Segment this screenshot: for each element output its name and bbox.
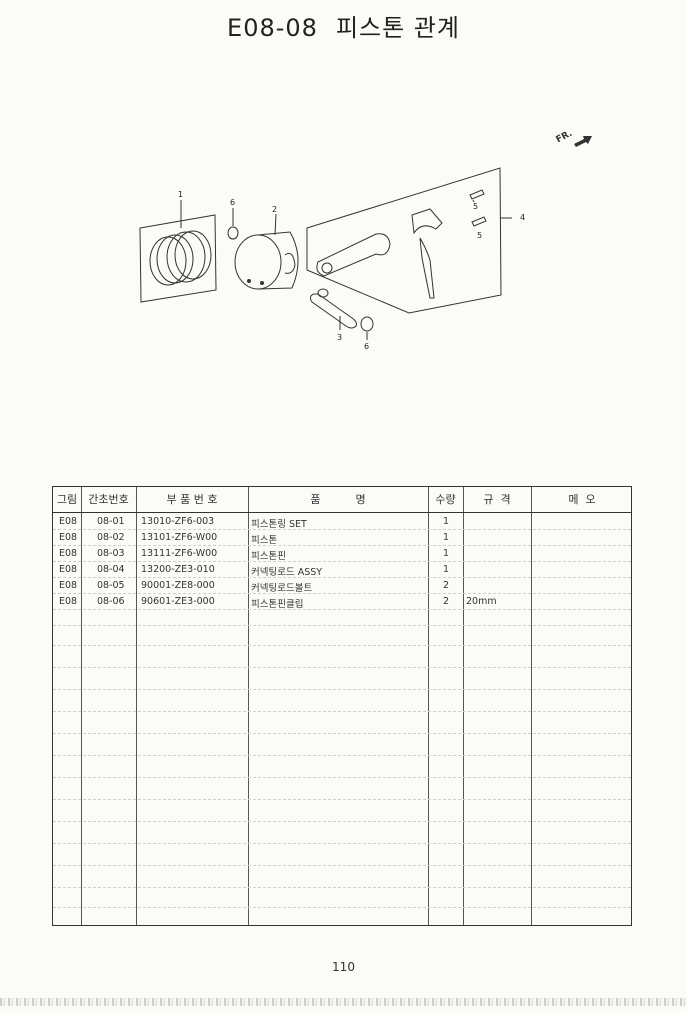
piston-ring-set-drawing [139, 200, 217, 303]
header-figure: 그림 [56, 493, 78, 506]
callout-clip-lower: 6 [364, 342, 370, 351]
callout-piston-ring-set: 1 [178, 190, 184, 199]
piston-drawing [234, 213, 299, 290]
scan-artifact [0, 998, 687, 1006]
header-ref-number: 간초번호 [88, 493, 129, 506]
callout-connecting-rod-assy: 4 [520, 213, 526, 222]
table-row: E08 08-05 90001-ZE8-000 커넥팅로드볼트 2 [59, 580, 450, 594]
parts-table: 그림 간초번호 부 품 번 호 품 명 수량 규 격 메 오 E08 08-01… [52, 486, 632, 926]
parts-diagram [139, 167, 512, 340]
callout-bolt-upper: 5 [473, 202, 479, 211]
table-row: E08 08-02 13101-ZF6-W00 피스톤 1 [59, 532, 450, 546]
callout-bolt-lower: 5 [477, 231, 483, 240]
section-name: 피스톤 관계 [335, 14, 460, 42]
callout-piston: 2 [272, 205, 278, 214]
connecting-rod-assy-drawing [306, 167, 512, 314]
header-quantity: 수량 [435, 493, 456, 506]
section-code: E08-08 [227, 14, 318, 42]
table-row: E08 08-03 13111-ZF6-W00 피스톤핀 1 [59, 548, 450, 562]
page-title: E08-08 피스톤 관계 [0, 8, 687, 43]
piston-pin-drawing [309, 288, 357, 330]
header-part-name: 품 명 [310, 493, 366, 506]
table-row: E08 08-01 13010-ZF6-003 피스톤링 SET 1 [59, 516, 450, 530]
piston-pin-clip-upper-drawing [227, 208, 239, 240]
callout-piston-pin: 3 [337, 333, 343, 342]
header-part-number: 부 품 번 호 [166, 493, 218, 506]
table-row: E08 08-04 13200-ZE3-010 커넥팅로드 ASSY 1 [59, 564, 450, 578]
front-arrow-icon [574, 136, 592, 147]
piston-pin-clip-lower-drawing [360, 316, 374, 340]
header-memo: 메 오 [568, 493, 596, 506]
header-spec: 규 격 [483, 493, 511, 506]
callout-clip-upper: 6 [230, 198, 236, 207]
page-number: 110 [332, 960, 355, 974]
table-row: E08 08-06 90601-ZE3-000 피스톤핀클립 2 20mm [59, 596, 497, 610]
